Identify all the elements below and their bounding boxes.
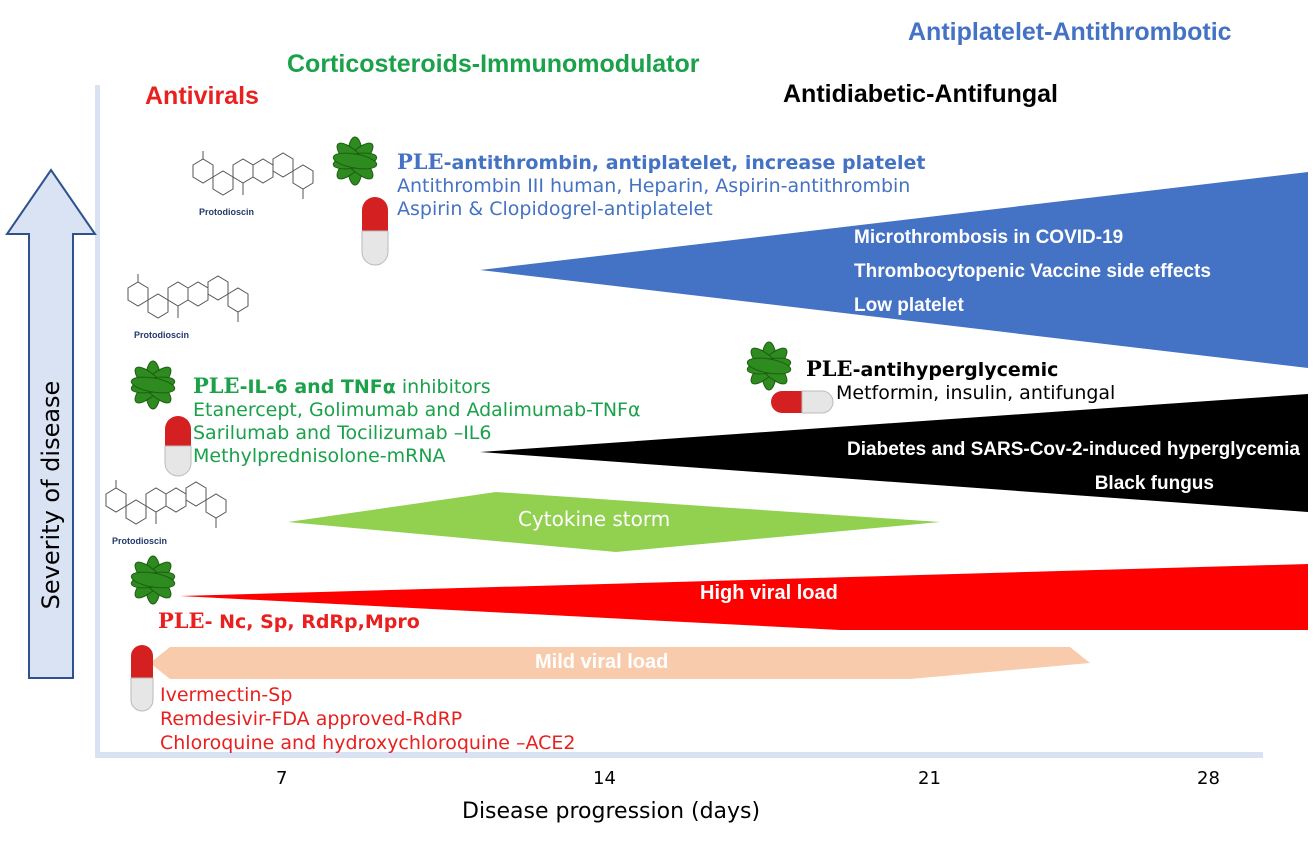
ple-prefix: PLE	[193, 373, 240, 398]
ple-prefix: PLE	[397, 149, 444, 174]
header-corticosteroids: Corticosteroids-Immunomodulator	[287, 50, 700, 78]
y-axis-line	[95, 85, 100, 758]
x-axis-label: Disease progression (days)	[462, 799, 761, 824]
molecule-structure-icon	[127, 274, 249, 322]
pill-icon	[771, 390, 834, 414]
leaf-icon	[332, 136, 378, 186]
x-axis-line	[95, 752, 1263, 758]
molecule-structure-icon	[105, 480, 227, 528]
pill-icon	[164, 416, 192, 477]
protodioscin-molecule: Protodioscin	[183, 145, 323, 220]
x-tick: 21	[918, 768, 941, 789]
pill-icon	[361, 197, 389, 266]
antiplatelet-drug-block: PLE-antithrombin, antiplatelet, increase…	[397, 149, 926, 220]
pill-icon	[130, 645, 154, 712]
thrombosis-text: Microthrombosis in COVID-19 Thrombocytop…	[854, 227, 1211, 316]
high-viral-load-label: High viral load	[700, 582, 838, 604]
leaf-icon	[130, 555, 176, 605]
x-tick: 28	[1197, 768, 1220, 789]
antidiabetic-drug-block: PLE-antihyperglycemic Metformin, insulin…	[806, 356, 1116, 404]
cytokine-storm-label: Cytokine storm	[518, 507, 671, 531]
leaf-icon	[746, 341, 792, 391]
mild-viral-load-label: Mild viral load	[535, 651, 669, 673]
x-tick: 14	[593, 768, 616, 789]
diabetes-text: Diabetes and SARS-Cov-2-induced hypergly…	[847, 439, 1300, 494]
protodioscin-molecule: Protodioscin	[118, 268, 258, 343]
diabetes-wedge	[480, 394, 1308, 512]
severity-arrow	[5, 168, 97, 679]
high-viral-load-shape	[180, 564, 1308, 630]
header-antidiabetic: Antidiabetic-Antifungal	[783, 80, 1058, 108]
mild-viral-load-shape	[150, 647, 1090, 679]
leaf-icon	[130, 360, 176, 410]
antiviral-drug-block: Ivermectin-Sp Remdesivir-FDA approved-Rd…	[160, 684, 576, 754]
ple-prefix: PLE	[806, 356, 853, 381]
molecule-structure-icon	[192, 151, 314, 199]
antiviral-ple-line: PLE- Nc, Sp, RdRp,Mpro	[158, 608, 420, 633]
thrombosis-wedge	[480, 172, 1308, 368]
protodioscin-molecule: Protodioscin	[96, 474, 236, 549]
cytokine-storm-shape	[288, 492, 940, 552]
immuno-drug-block: PLE-IL-6 and TNFα inhibitors Etanercept,…	[193, 373, 641, 467]
ple-prefix: PLE	[158, 608, 205, 633]
header-antiplatelet: Antiplatelet-Antithrombotic	[908, 18, 1232, 46]
header-antivirals: Antivirals	[145, 82, 259, 110]
x-tick: 7	[276, 768, 288, 789]
